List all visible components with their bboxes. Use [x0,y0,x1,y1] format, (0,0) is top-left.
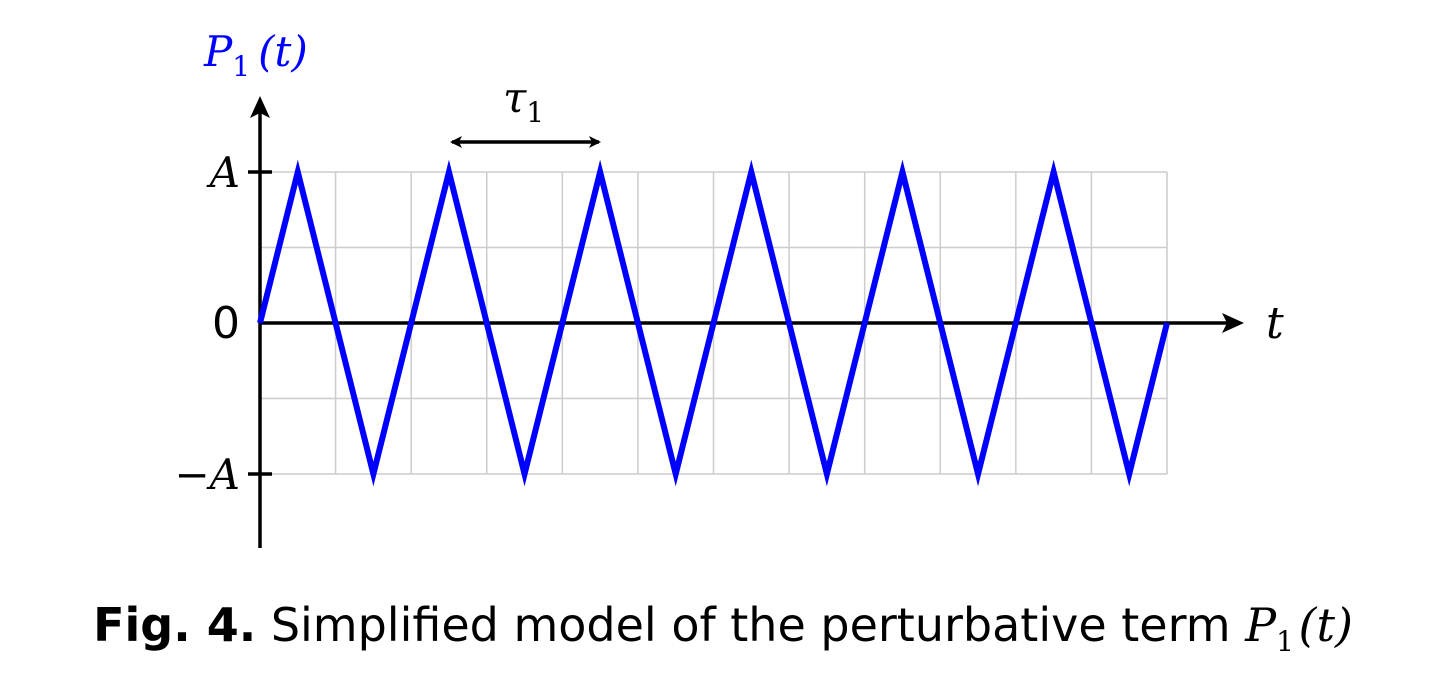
caption-math: P1 (t) [1245,598,1353,659]
series-line [257,159,1170,487]
y-ticks: A 0 −A [174,148,272,499]
y-axis-label: P1(t) [203,27,308,83]
y-tick-label: A [206,148,240,197]
grid [260,171,1168,475]
x-axis-arrowhead [1222,313,1244,333]
caption-figure-number: Fig. 4. [93,598,257,652]
x-axis-label: t [1266,298,1284,349]
period-annotation: τ1 [450,73,601,148]
axes [250,96,1244,548]
caption-text: Simplified model of the perturbative ter… [270,598,1231,652]
figure-caption: Fig. 4. Simplified model of the perturba… [0,598,1446,658]
y-axis-arrowhead [250,96,270,118]
y-tick-label: −A [174,450,240,499]
period-label: τ1 [503,73,544,129]
y-tick-label: 0 [212,298,240,349]
series [257,159,1170,487]
chart: A 0 −A τ1 P1(t) t [174,27,1284,548]
